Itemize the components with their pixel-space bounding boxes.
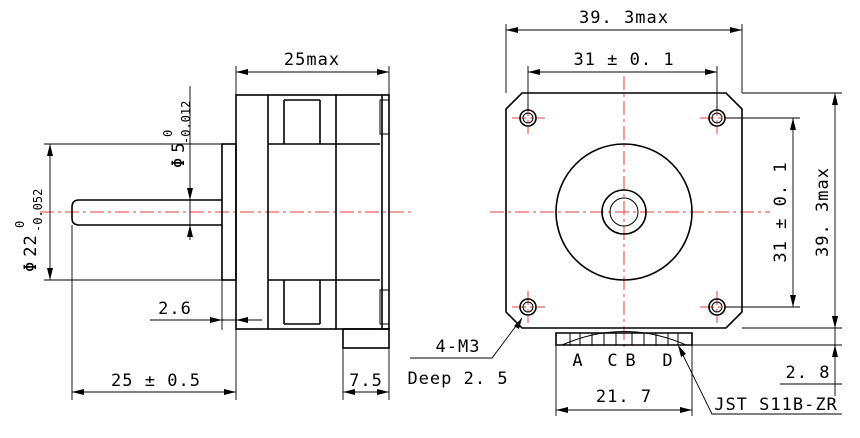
shaft-outer-circle (601, 189, 647, 235)
pin-label-c: C (607, 351, 618, 371)
side-view: 25max Φ5 0 -0.012 Φ22 0 -0.052 2.6 (13, 50, 415, 400)
hole-spacing-v-label: 31 ± 0. 1 (771, 161, 791, 262)
svg-text:0: 0 (13, 221, 27, 228)
mount-hole-leader (410, 317, 523, 359)
arrow (47, 144, 53, 156)
arrow (236, 69, 248, 75)
arrow (790, 118, 796, 130)
connector-offset-label: 2. 8 (786, 363, 831, 383)
mount-depth-label: Deep 2. 5 (407, 369, 508, 389)
boss-height-label: 2.6 (158, 299, 192, 319)
arrow (377, 389, 389, 395)
connector-arc (561, 331, 687, 346)
arrow (236, 317, 248, 323)
svg-text:Φ5: Φ5 (169, 142, 189, 169)
arrow (72, 389, 84, 395)
hole-spacing-h-label: 31 ± 0. 1 (573, 50, 674, 70)
connector-pins (569, 333, 679, 345)
pin-label-b: B (625, 351, 636, 371)
boss-circle (555, 143, 693, 281)
svg-text:Φ22: Φ22 (21, 234, 41, 272)
pin-label-a: A (572, 351, 583, 371)
pin-label-d: D (662, 351, 673, 371)
arrow (680, 407, 692, 413)
arrow (790, 295, 796, 307)
body-length-label: 25max (284, 50, 340, 70)
connector-depth-label: 7.5 (349, 371, 383, 391)
arrow (47, 268, 53, 280)
arrow (705, 69, 717, 75)
connector-side-outline (342, 328, 390, 349)
outer-width-label: 39. 3max (579, 8, 669, 28)
mount-hole-inner (711, 301, 723, 313)
shaft-inner-circle (609, 197, 639, 227)
shaft-length-label: 25 ± 0.5 (111, 371, 201, 391)
rear-tab-bottom (379, 289, 390, 325)
mount-hole-inner (711, 112, 723, 124)
arrow (514, 318, 522, 329)
mount-hole (519, 298, 537, 316)
arrow (224, 389, 236, 395)
arrow (556, 407, 568, 413)
arrow (528, 69, 540, 75)
arrow (832, 345, 838, 357)
motor-body-outline (235, 94, 390, 330)
mount-hole-label: 4-M3 (436, 337, 481, 357)
rear-tab-top (379, 99, 390, 135)
arrow (377, 69, 389, 75)
boss-diameter-label: Φ22 0 -0.052 (13, 189, 45, 272)
front-plate-outline (505, 92, 743, 329)
shaft-diameter-label: Φ5 0 -0.012 (161, 101, 193, 168)
svg-text:0: 0 (161, 130, 175, 137)
mount-hole-inner (522, 112, 534, 124)
arrow (730, 27, 742, 33)
svg-text:-0.012: -0.012 (179, 101, 193, 144)
arrow (832, 316, 838, 328)
arrow (678, 345, 686, 357)
connector-type-leader (677, 344, 842, 415)
outer-height-label: 39. 3max (813, 167, 833, 257)
arrow (506, 27, 518, 33)
connector-width-label: 21. 7 (596, 387, 652, 407)
front-view: A C B D 39. 3max 31 ± 0. 1 31 ± 0. 1 39.… (407, 8, 842, 416)
arrow (187, 188, 193, 200)
arrow (832, 93, 838, 105)
body-inner-lines (268, 99, 380, 325)
svg-text:-0.052: -0.052 (31, 189, 45, 232)
mount-hole-inner (522, 301, 534, 313)
arrow (187, 225, 193, 237)
connector-front-outline (555, 332, 693, 346)
arrow (343, 389, 355, 395)
connector-type-label: JST S11B-ZR (714, 395, 838, 415)
arrow (210, 317, 222, 323)
